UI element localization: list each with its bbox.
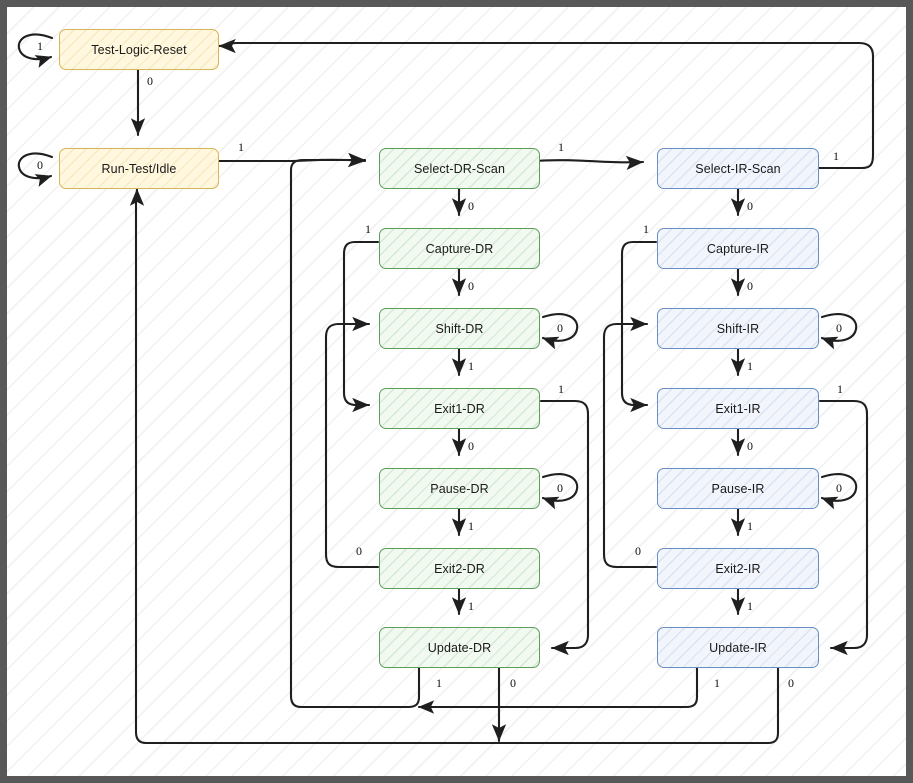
edge-label-capir-to-exit1ir: 1 [643, 222, 649, 236]
edge-label-shiftdr-to-exit1dr: 1 [468, 359, 474, 373]
state-node-update-dr[interactable]: Update-DR [379, 627, 540, 668]
state-node-label: Exit1-IR [715, 401, 761, 416]
edge-label-shiftir-to-exit1ir: 1 [747, 359, 753, 373]
state-node-label: Capture-DR [425, 241, 494, 256]
state-node-exit2-dr[interactable]: Exit2-DR [379, 548, 540, 589]
edge-label-capdr-to-shiftdr: 0 [468, 279, 474, 293]
edge-label-shiftdr-self: 0 [557, 321, 563, 335]
edge-label-capdr-to-exit1dr: 1 [365, 222, 371, 236]
state-node-label: Run-Test/Idle [101, 161, 177, 176]
state-node-exit1-dr[interactable]: Exit1-DR [379, 388, 540, 429]
edge-updateir-to-seldr [417, 660, 699, 714]
edge-label-updateir-to-seldr: 1 [714, 676, 720, 690]
edge-label-exit2ir-to-shiftir: 0 [635, 544, 641, 558]
state-node-pause-ir[interactable]: Pause-IR [657, 468, 819, 509]
edge-label-exit2dr-to-updatedr: 1 [468, 599, 474, 613]
edge-label-rti-to-seldr: 1 [238, 140, 244, 154]
edge-label-exit1ir-to-updateir: 1 [837, 382, 843, 396]
edge-label-tlr-to-rti: 0 [147, 74, 153, 88]
state-node-select-dr-scan[interactable]: Select-DR-Scan [379, 148, 540, 189]
edge-label-selir-to-capir: 0 [747, 199, 753, 213]
state-node-label: Update-DR [427, 640, 492, 655]
edge-label-capir-to-shiftir: 0 [747, 279, 753, 293]
state-node-label: Pause-IR [711, 481, 765, 496]
state-node-shift-dr[interactable]: Shift-DR [379, 308, 540, 349]
state-node-label: Exit2-IR [715, 561, 761, 576]
edge-label-updatedr-to-seldr: 1 [436, 676, 442, 690]
edge-label-exit1dr-to-pausedr: 0 [468, 439, 474, 453]
state-node-label: Select-DR-Scan [413, 161, 505, 176]
edge-label-exit2dr-to-shiftdr: 0 [356, 544, 362, 558]
edge-exit2dr-to-shiftdr [324, 316, 380, 569]
edge-label-shiftir-self: 0 [836, 321, 842, 335]
state-node-label: Shift-IR [716, 321, 760, 336]
state-node-label: Capture-IR [706, 241, 770, 256]
state-node-exit1-ir[interactable]: Exit1-IR [657, 388, 819, 429]
state-node-label: Pause-DR [430, 481, 489, 496]
edge-label-pausedr-self: 0 [557, 481, 563, 495]
state-node-capture-ir[interactable]: Capture-IR [657, 228, 819, 269]
state-node-label: Test-Logic-Reset [91, 42, 187, 57]
state-node-test-logic-reset[interactable]: Test-Logic-Reset [59, 29, 219, 70]
edge-rti-to-seldr [210, 152, 367, 168]
state-node-pause-dr[interactable]: Pause-DR [379, 468, 540, 509]
state-node-capture-dr[interactable]: Capture-DR [379, 228, 540, 269]
edge-label-tlr-self: 1 [37, 39, 43, 53]
edge-label-exit2ir-to-updateir: 1 [747, 599, 753, 613]
edge-exit1ir-to-updateir [818, 399, 869, 656]
state-node-exit2-ir[interactable]: Exit2-IR [657, 548, 819, 589]
edge-label-selir-to-tlr: 1 [833, 149, 839, 163]
edge-label-pauseir-self: 0 [836, 481, 842, 495]
state-node-label: Exit1-DR [434, 401, 485, 416]
edge-capdr-to-exit1dr [342, 240, 380, 413]
edge-exit2ir-to-shiftir [602, 316, 658, 569]
state-node-label: Select-IR-Scan [695, 161, 781, 176]
edge-capir-to-exit1ir [620, 240, 658, 413]
state-node-select-ir-scan[interactable]: Select-IR-Scan [657, 148, 819, 189]
edge-label-updateir-to-rti: 0 [788, 676, 794, 690]
edge-label-seldr-to-capdr: 0 [468, 199, 474, 213]
edge-label-pauseir-to-exit2ir: 1 [747, 519, 753, 533]
edge-label-exit1dr-to-updatedr: 1 [558, 382, 564, 396]
state-node-run-test-idle[interactable]: Run-Test/Idle [59, 148, 219, 189]
edge-label-exit1ir-to-pauseir: 0 [747, 439, 753, 453]
edge-label-updatedr-to-rti: 0 [510, 676, 516, 690]
edge-label-seldr-to-selir: 1 [558, 140, 564, 154]
edge-seldr-to-selir [531, 155, 645, 171]
state-node-label: Exit2-DR [434, 561, 485, 576]
state-node-label: Update-IR [709, 640, 767, 655]
edge-exit1dr-to-updatedr [539, 399, 590, 656]
edge-label-rti-self: 0 [37, 158, 43, 172]
edge-tlr-self [17, 33, 54, 68]
edge-label-pausedr-to-exit2dr: 1 [468, 519, 474, 533]
state-node-update-ir[interactable]: Update-IR [657, 627, 819, 668]
state-node-shift-ir[interactable]: Shift-IR [657, 308, 819, 349]
state-node-label: Shift-DR [435, 321, 484, 336]
edge-rti-self [17, 152, 54, 187]
